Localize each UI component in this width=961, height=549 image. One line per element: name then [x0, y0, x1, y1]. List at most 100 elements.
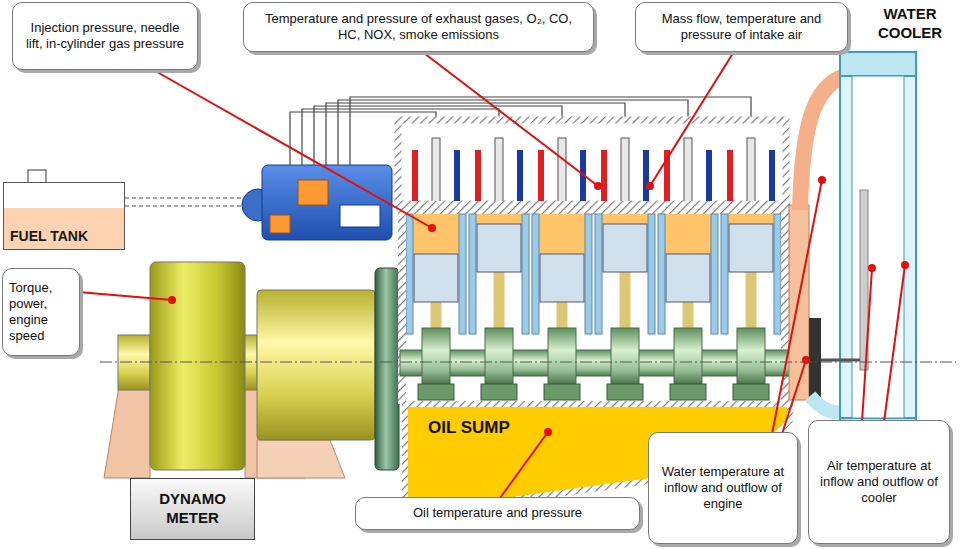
crankshaft	[737, 328, 765, 384]
callout-box: Mass flow, temperature and pressure of i…	[635, 2, 848, 52]
node-text: Air temperature at inflow and outflow of…	[817, 458, 941, 507]
combustion-chamber	[476, 214, 522, 224]
valve	[412, 150, 418, 202]
valve	[706, 150, 712, 202]
flywheel	[375, 268, 399, 470]
cooling-fan	[821, 190, 868, 370]
injector	[432, 138, 440, 202]
injection-pump	[262, 165, 392, 240]
injector	[747, 138, 755, 202]
piston	[540, 254, 584, 302]
cylinder-wall	[595, 214, 602, 334]
shaft-axis	[100, 362, 956, 363]
leader-line	[782, 360, 806, 434]
leader-dot	[901, 261, 909, 269]
injector	[432, 138, 755, 202]
cylinder-head	[398, 201, 790, 214]
callout-box: Torque, power, engine speed	[2, 268, 80, 356]
callout-box: Temperature and pressure of exhaust gase…	[243, 2, 594, 52]
piston	[729, 224, 773, 272]
leader-line	[650, 50, 735, 186]
cylinder-wall	[774, 214, 781, 334]
water-cooler	[840, 52, 916, 442]
shaft-axis	[100, 362, 956, 363]
component-label: WATER COOLER	[866, 4, 954, 42]
valve	[475, 150, 481, 202]
cylinder-wall	[406, 214, 413, 334]
dynamometer-drum	[257, 290, 375, 440]
crankshaft	[400, 328, 810, 400]
crankshaft	[548, 328, 576, 384]
timing-cover	[789, 205, 821, 402]
node-text: DYNAMO METER	[149, 490, 236, 528]
fuel-line	[125, 205, 250, 207]
valve	[601, 150, 607, 202]
leader-line	[150, 68, 432, 228]
rocker-cover	[398, 120, 786, 204]
injection-pump	[340, 205, 380, 227]
node-text: FUEL TANK	[10, 228, 118, 244]
combustion-chamber	[728, 214, 774, 224]
leader-dot	[544, 428, 552, 436]
timing-cover	[809, 318, 821, 402]
cylinder-wall	[658, 214, 665, 334]
piston	[477, 224, 521, 272]
injection-pump	[298, 180, 328, 205]
leader-dot	[168, 176, 909, 436]
crankshaft	[422, 328, 450, 384]
rocker-cover	[398, 120, 786, 204]
piston	[603, 224, 647, 272]
callout-box: Air temperature at inflow and outflow of…	[808, 420, 950, 544]
callout-box: Water temperature at inflow and outflow …	[648, 432, 798, 544]
callout-box: Injection pressure, needle lift, in-cyli…	[12, 2, 198, 70]
valve	[727, 150, 733, 202]
crankshaft	[607, 384, 643, 400]
fuel-line	[125, 197, 262, 199]
leader-dot	[868, 264, 876, 272]
water-cooler	[840, 52, 916, 442]
water-cooler	[852, 76, 904, 418]
crankshaft	[611, 328, 639, 384]
injection-pump	[270, 215, 290, 233]
leader-dot	[646, 182, 654, 190]
cylinder-head	[398, 201, 790, 214]
node-text: Temperature and pressure of exhaust gase…	[252, 11, 585, 44]
valve	[517, 150, 523, 202]
cylinder-wall	[532, 214, 539, 334]
dynamometer-drum	[150, 262, 245, 470]
water-cooler	[840, 52, 916, 76]
injection-pump	[242, 165, 392, 240]
leader-line	[78, 292, 172, 300]
cylinder-wall	[711, 214, 718, 334]
crankshaft	[674, 328, 702, 384]
combustion-chamber	[602, 214, 648, 224]
combustion-chamber	[413, 214, 774, 254]
crankshaft	[418, 384, 769, 400]
node-text: Water temperature at inflow and outflow …	[657, 464, 789, 513]
injector	[621, 138, 629, 202]
leader-dot	[594, 182, 602, 190]
crankshaft	[418, 384, 454, 400]
leader-line	[500, 432, 548, 498]
leader-dot	[802, 356, 810, 364]
leader-dot	[818, 176, 826, 184]
leader-line	[772, 180, 822, 434]
cylinder-wall	[522, 214, 529, 334]
cylinder-wall	[406, 214, 781, 334]
dynamometer-drum	[118, 262, 375, 470]
leader-dot	[168, 296, 176, 304]
timing-cover	[789, 205, 809, 400]
cylinder-wall	[721, 214, 728, 334]
fuel-tank: FUEL TANK	[3, 182, 125, 250]
combustion-chamber	[539, 214, 585, 254]
piston	[414, 224, 773, 302]
valve	[643, 150, 649, 202]
valve	[412, 150, 775, 202]
piston	[666, 254, 710, 302]
valve	[769, 150, 775, 202]
injector	[495, 138, 503, 202]
cooling-fan	[821, 359, 860, 362]
dynamometer-box: DYNAMO METER	[130, 478, 255, 540]
valve	[538, 150, 544, 202]
